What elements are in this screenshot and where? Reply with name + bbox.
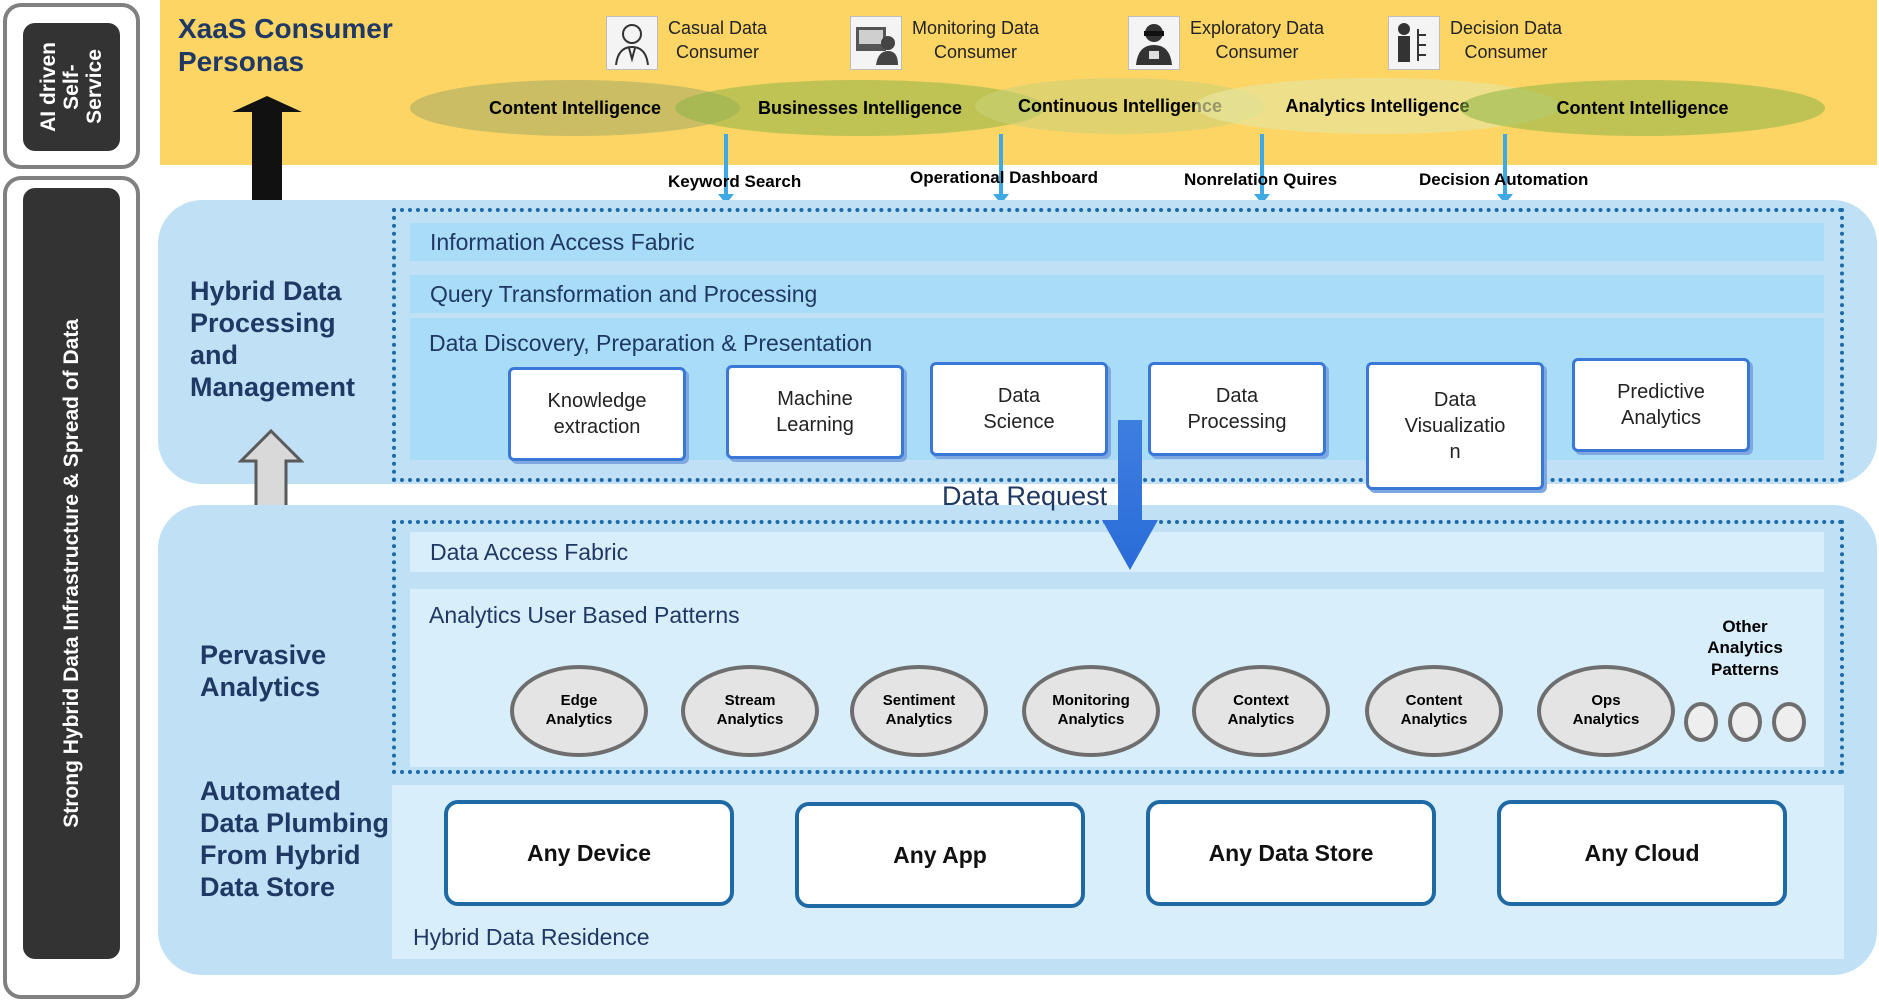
pattern-content: Content Analytics: [1365, 665, 1503, 757]
store-any-cloud: Any Cloud: [1497, 800, 1787, 906]
other-patterns-label: Other Analytics Patterns: [1707, 617, 1783, 679]
box-data-science: Data Science: [930, 362, 1108, 456]
pattern-monitoring: Monitoring Analytics: [1022, 665, 1160, 757]
intelligence-label: Businesses Intelligence: [757, 97, 963, 118]
patterns-title: Analytics User Based Patterns: [429, 601, 740, 628]
bar-query-transformation: Query Transformation and Processing: [410, 275, 1824, 313]
pattern-stream: Stream Analytics: [681, 665, 819, 757]
decision-icon: [1388, 16, 1440, 70]
store-any-app: Any App: [795, 802, 1085, 908]
box-data-visualization: Data Visualizatio n: [1366, 362, 1544, 490]
query-arrow-icon: [718, 134, 734, 204]
intelligence-content-2: Content Intelligence: [1460, 80, 1825, 136]
bar-data-discovery: Data Discovery, Preparation & Presentati…: [429, 329, 873, 356]
sidebar-bottom-box: Strong Hybrid Data Infrastructure & Spre…: [23, 188, 120, 959]
intelligence-label: Content Intelligence: [1556, 97, 1729, 118]
pattern-context: Context Analytics: [1192, 665, 1330, 757]
consumer-title: XaaS Consumer Personas: [178, 13, 393, 78]
query-decision: Decision Automation: [1419, 170, 1589, 189]
bar-data-access-fabric: Data Access Fabric: [410, 532, 1824, 572]
box-predictive-analytics: Predictive Analytics: [1572, 358, 1750, 452]
pattern-sentiment: Sentiment Analytics: [850, 665, 988, 757]
sidebar-bottom-label: Strong Hybrid Data Infrastructure & Spre…: [59, 319, 83, 828]
box-knowledge-extraction: Knowledge extraction: [508, 367, 686, 461]
persona-monitoring: Monitoring Data Consumer: [850, 16, 1039, 70]
residence-label: Hybrid Data Residence: [413, 924, 650, 950]
persona-label: Casual Data Consumer: [668, 18, 768, 63]
other-pattern-dot: [1772, 702, 1806, 742]
store-any-data-store: Any Data Store: [1146, 800, 1436, 906]
sidebar-bottom-frame: Strong Hybrid Data Infrastructure & Spre…: [3, 176, 140, 999]
sidebar-top-label: AI driven Self- Service: [36, 42, 107, 132]
query-arrow-icon: [1497, 134, 1513, 204]
bar-information-access: Information Access Fabric: [410, 223, 1824, 261]
query-nonrelation: Nonrelation Quires: [1184, 170, 1338, 189]
data-request-label: Data Request: [942, 481, 1108, 511]
monitor-user-icon: [850, 16, 902, 70]
persona-label: Monitoring Data Consumer: [912, 18, 1040, 63]
persona-label: Exploratory Data Consumer: [1190, 18, 1325, 63]
pattern-edge: Edge Analytics: [510, 665, 648, 757]
store-any-device: Any Device: [444, 800, 734, 906]
user-icon: [606, 16, 658, 70]
plumbing-title: Automated Data Plumbing From Hybrid Data…: [200, 776, 390, 902]
analytics-title: Pervasive Analytics: [200, 640, 327, 702]
explorer-icon: [1128, 16, 1180, 70]
persona-decision: Decision Data Consumer: [1388, 16, 1562, 70]
pattern-ops: Ops Analytics: [1537, 665, 1675, 757]
persona-casual: Casual Data Consumer: [606, 16, 767, 70]
box-machine-learning: Machine Learning: [726, 365, 904, 459]
sidebar-top-box: AI driven Self- Service: [23, 23, 120, 151]
query-arrow-icon: [993, 134, 1009, 204]
intelligence-label: Analytics Intelligence: [1285, 95, 1470, 116]
persona-label: Decision Data Consumer: [1450, 18, 1563, 63]
box-data-processing: Data Processing: [1148, 362, 1326, 456]
intelligence-business: Businesses Intelligence: [675, 80, 1045, 136]
query-keyword: Keyword Search: [668, 172, 802, 191]
processing-title: Hybrid Data Processing and Management: [190, 276, 356, 402]
query-arrow-icon: [1254, 134, 1270, 204]
up-arrow-dark-icon: [232, 96, 302, 251]
intelligence-label: Content Intelligence: [488, 97, 661, 118]
other-pattern-dot: [1728, 702, 1762, 742]
query-dashboard: Operational Dashboard: [910, 168, 1098, 187]
persona-exploratory: Exploratory Data Consumer: [1128, 16, 1324, 70]
other-pattern-dot: [1684, 702, 1718, 742]
sidebar-top-frame: AI driven Self- Service: [3, 3, 140, 169]
intelligence-label: Continuous Intelligence: [1017, 95, 1222, 116]
data-request-arrow-icon: [1102, 420, 1158, 570]
